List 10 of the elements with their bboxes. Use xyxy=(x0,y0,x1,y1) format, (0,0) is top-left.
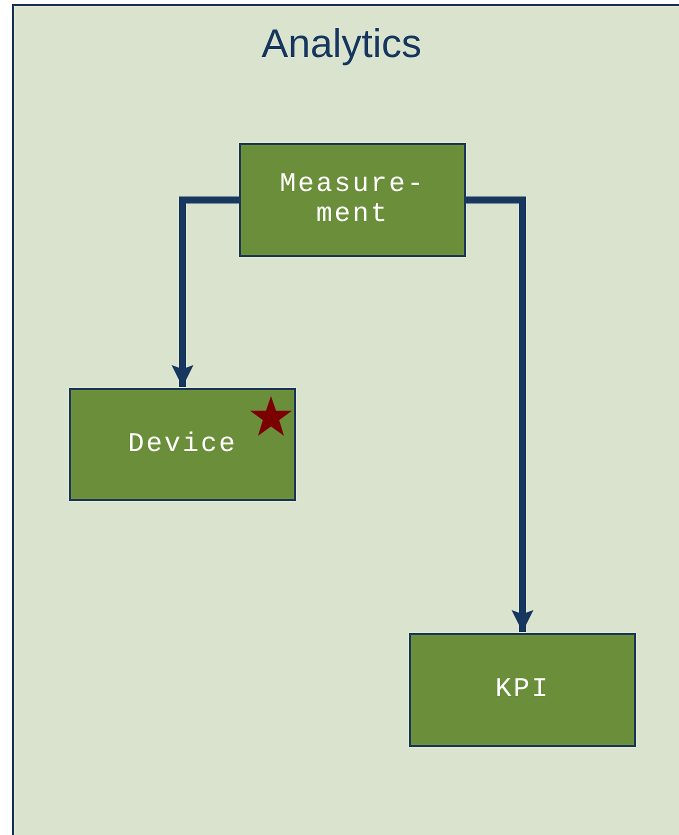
process-box xyxy=(239,143,466,257)
process-box xyxy=(409,633,636,747)
arrow xyxy=(466,196,534,632)
group-panel xyxy=(12,4,679,835)
arrow xyxy=(172,196,239,387)
box-label: Device xyxy=(128,430,238,460)
group-title: Analytics xyxy=(261,22,422,67)
box-label: KPI xyxy=(495,675,550,705)
box-label: Measure- ment xyxy=(278,170,426,230)
process-box xyxy=(69,388,296,501)
